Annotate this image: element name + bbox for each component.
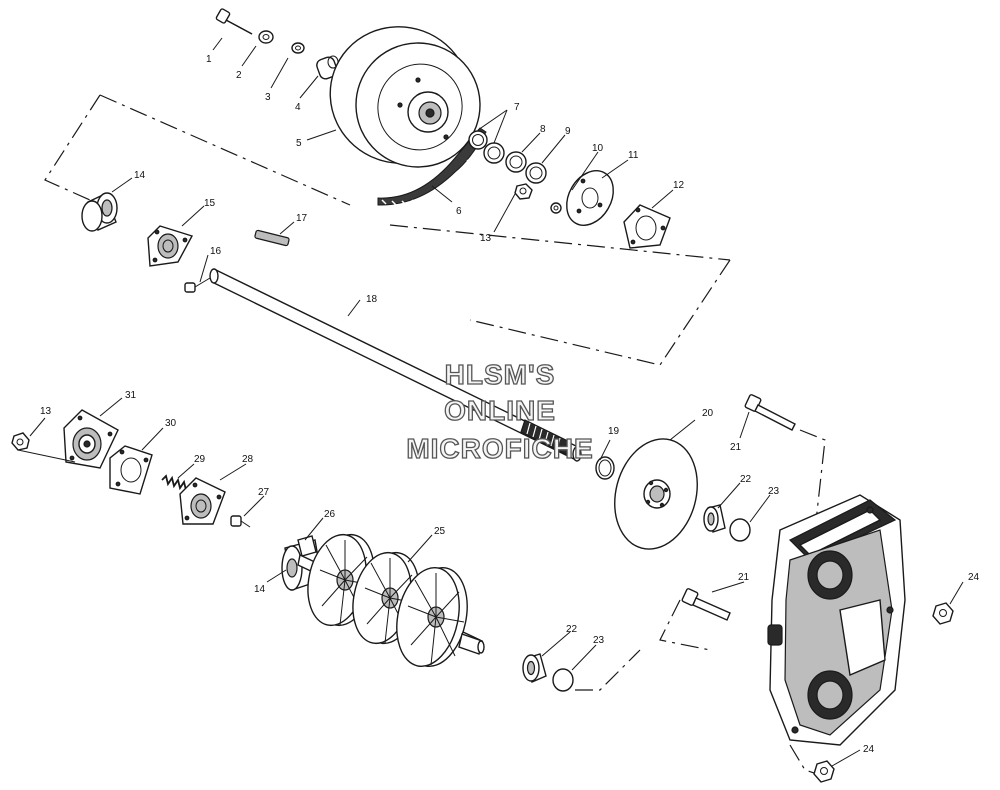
part-5-pulley	[329, 26, 481, 168]
callout-13-lower: 13	[40, 406, 52, 417]
part-22-bearing-upper	[703, 504, 726, 533]
part-13-nut-lower	[11, 432, 30, 451]
part-12-flange	[623, 204, 671, 249]
callout-6: 6	[456, 206, 462, 217]
part-23-seal-lower	[552, 668, 574, 692]
callout-labels: 1 2 3 4 5 6 7 8 9 10 11 12 13 14 15 16 1…	[40, 54, 980, 755]
callout-14-upper: 14	[134, 170, 146, 181]
callout-30: 30	[165, 418, 177, 429]
callout-9: 9	[565, 126, 571, 137]
callout-24-bottom: 24	[863, 744, 875, 755]
part-8-spacer	[505, 151, 527, 173]
watermark-line-2: ONLINE	[444, 395, 556, 426]
callout-27: 27	[258, 487, 270, 498]
callout-5: 5	[296, 138, 302, 149]
callout-15: 15	[204, 198, 216, 209]
part-25-drive-sprockets	[297, 533, 485, 668]
part-9-spacer	[525, 162, 547, 184]
leader-lines	[17, 37, 964, 767]
watermark-line-3: MICROFICHE	[406, 433, 593, 464]
part-22-bearing-lower	[522, 653, 547, 683]
callout-25: 25	[434, 526, 446, 537]
part-21-bolt-lower	[681, 588, 731, 621]
callout-22-upper: 22	[740, 474, 752, 485]
callout-20: 20	[702, 408, 714, 419]
callout-13-upper: 13	[480, 233, 492, 244]
part-11-disc	[566, 170, 614, 226]
part-1-bolt	[215, 8, 253, 35]
callout-23-upper: 23	[768, 486, 780, 497]
part-2-washer	[258, 30, 274, 44]
watermark-line-1: HLSM'S	[445, 359, 556, 390]
callout-22-lower: 22	[566, 624, 578, 635]
part-30-gasket	[109, 445, 153, 495]
part-31-flange	[63, 409, 119, 469]
callout-31: 31	[125, 390, 137, 401]
callout-18: 18	[366, 294, 378, 305]
callout-28: 28	[242, 454, 254, 465]
callout-8: 8	[540, 124, 546, 135]
part-20-disc	[614, 438, 698, 550]
part-18-shaft	[209, 268, 582, 462]
part-7-spacers	[468, 130, 505, 164]
callout-21-lower: 21	[738, 572, 750, 583]
part-17-key	[254, 229, 290, 247]
callout-21-upper: 21	[730, 442, 742, 453]
callout-16: 16	[210, 246, 222, 257]
part-16-bolt	[184, 277, 211, 293]
callout-1: 1	[206, 54, 212, 65]
part-23-seal-upper	[729, 518, 751, 542]
callout-11: 11	[628, 150, 639, 161]
part-29-spring	[161, 474, 187, 491]
callout-24-right: 24	[968, 572, 980, 583]
callout-29: 29	[194, 454, 206, 465]
callout-4: 4	[295, 102, 301, 113]
callout-19: 19	[608, 426, 620, 437]
watermark: HLSM'S ONLINE MICROFICHE	[406, 358, 594, 464]
part-15-flange	[147, 225, 194, 267]
callout-10: 10	[592, 143, 604, 154]
callout-26: 26	[324, 509, 336, 520]
callout-3: 3	[265, 92, 271, 103]
callout-17: 17	[296, 213, 308, 224]
callout-14-lower: 14	[254, 584, 266, 595]
part-10-washer	[550, 202, 562, 214]
callout-2: 2	[236, 70, 242, 81]
callout-7: 7	[514, 102, 520, 113]
part-21-bolt-upper	[744, 394, 796, 431]
callout-23-lower: 23	[593, 635, 605, 646]
part-4-bushing	[316, 55, 339, 80]
part-19-oring	[595, 456, 615, 480]
chaincase-housing	[767, 494, 906, 746]
part-28-flange	[179, 477, 226, 525]
part-3-washer	[291, 42, 305, 54]
part-24-nut-bottom	[813, 760, 835, 783]
part-13-nut	[514, 183, 533, 200]
part-14-bearing	[81, 192, 118, 232]
part-27-bolt	[230, 515, 251, 528]
callout-12: 12	[673, 180, 685, 191]
part-24-nut-right	[932, 602, 954, 625]
